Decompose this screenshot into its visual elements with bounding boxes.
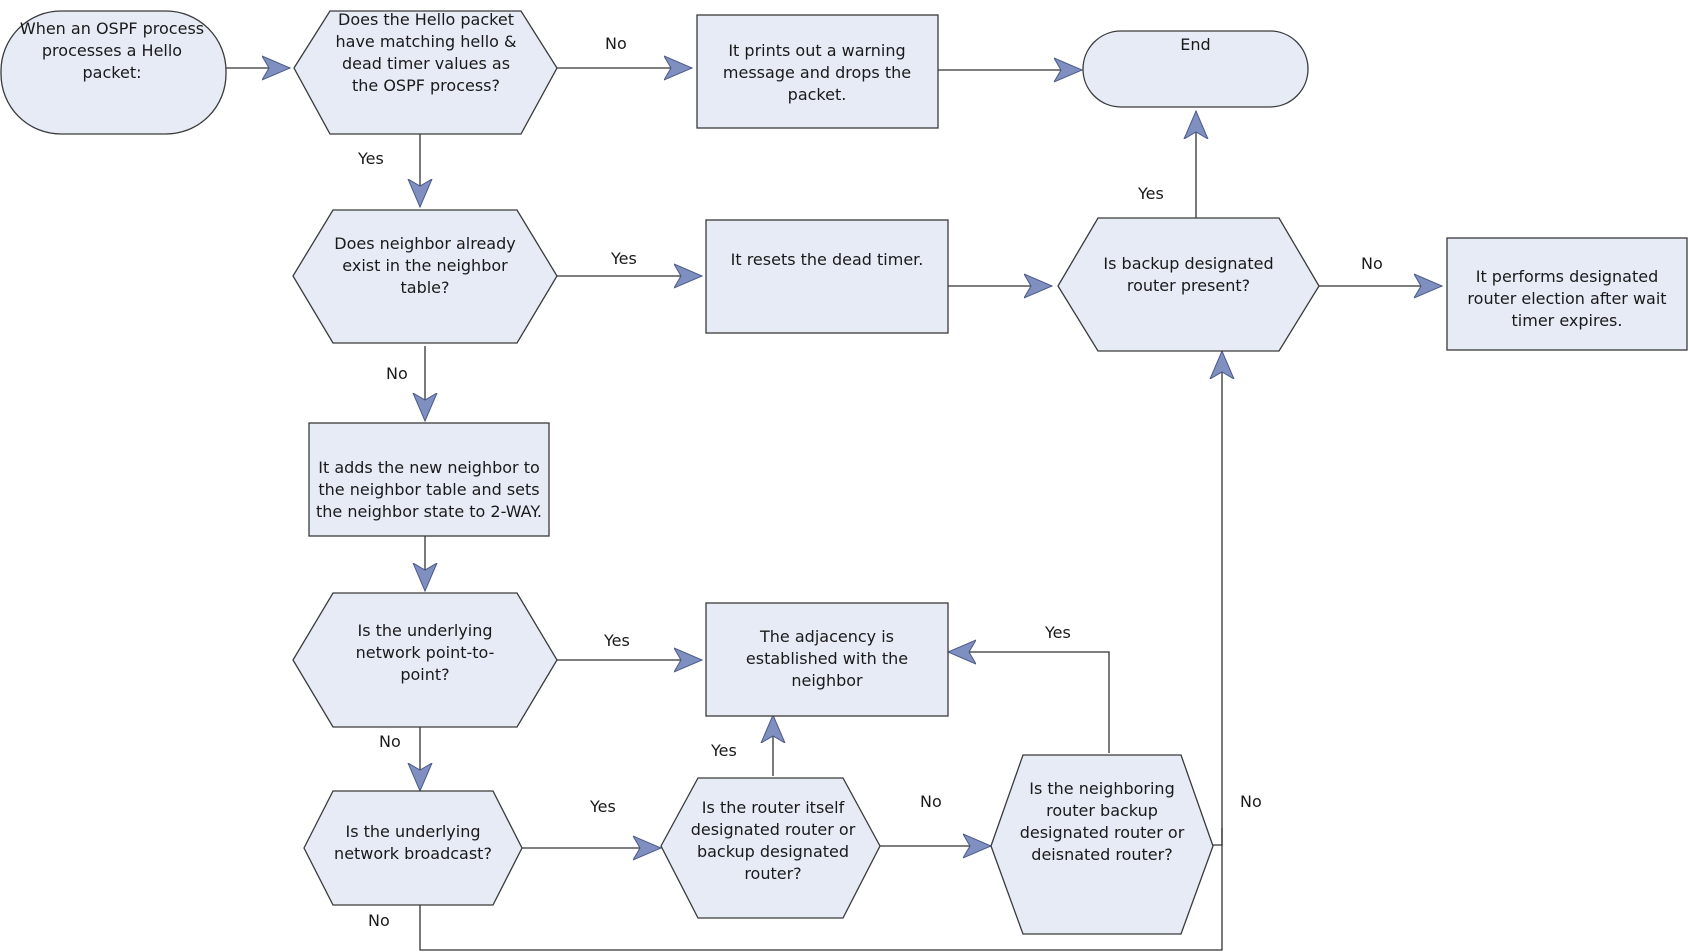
decision-router-dr-text: Is the router itself designated router o… [690,798,856,883]
label-router-dr-no: No [920,792,942,811]
process-reset-dead-text: It resets the dead timer. [730,250,924,269]
decision-neighbor-dr-text: Is the neighboring router backup designa… [1019,779,1185,864]
decision-hello-dead-text: Does the Hello packet have matching hell… [335,10,517,95]
label-hello-no: No [605,34,627,53]
label-broadcast-no: No [368,911,390,930]
label-neighbor-dr-yes: Yes [1045,623,1071,642]
decision-neighbor-exists [292,209,558,344]
decision-p2p-text: Is the underlying network point-to-point… [355,621,495,684]
edge-neighbor-dr-yes [948,652,1110,753]
start-terminator [0,10,227,135]
decision-bdr-present-text: Is backup designated router present? [1103,254,1274,295]
label-router-dr-yes: Yes [711,741,737,760]
decision-hello-dead [293,10,558,135]
decision-neighbor-dr [990,754,1214,935]
process-reset-dead [705,219,949,334]
process-warn-drop-text: It prints out a warning message and drop… [722,41,912,104]
label-hello-yes: Yes [358,149,384,168]
label-p2p-no: No [379,732,401,751]
process-adjacency [705,602,949,717]
edge-neighbor-dr-no [1213,828,1223,846]
decision-p2p [292,592,558,728]
label-bdr-yes: Yes [1138,184,1164,203]
end-terminator [1082,30,1309,108]
process-adjacency-text: The adjacency is established with the ne… [745,627,909,690]
process-add-neighbor [308,422,550,537]
process-warn-drop [696,14,939,129]
process-dr-election [1446,237,1688,351]
start-text: When an OSPF process processes a Hello p… [19,19,205,82]
decision-router-dr [660,777,881,919]
label-bdr-no: No [1361,254,1383,273]
process-add-neighbor-text: It adds the new neighbor to the neighbor… [315,458,542,521]
label-exists-no: No [386,364,408,383]
label-broadcast-yes: Yes [590,797,616,816]
edge-broadcast-no [419,351,1222,951]
decision-broadcast [303,790,523,906]
end-text: End [1180,35,1211,54]
decision-neighbor-exists-text: Does neighbor already exist in the neigh… [334,234,516,297]
label-p2p-yes: Yes [604,631,630,650]
decision-broadcast-text: Is the underlying network broadcast? [334,822,492,863]
label-neighbor-dr-no: No [1240,792,1262,811]
label-exists-yes: Yes [611,249,637,268]
process-dr-election-text: It performs designated router election a… [1467,267,1667,330]
decision-bdr-present [1057,217,1320,352]
